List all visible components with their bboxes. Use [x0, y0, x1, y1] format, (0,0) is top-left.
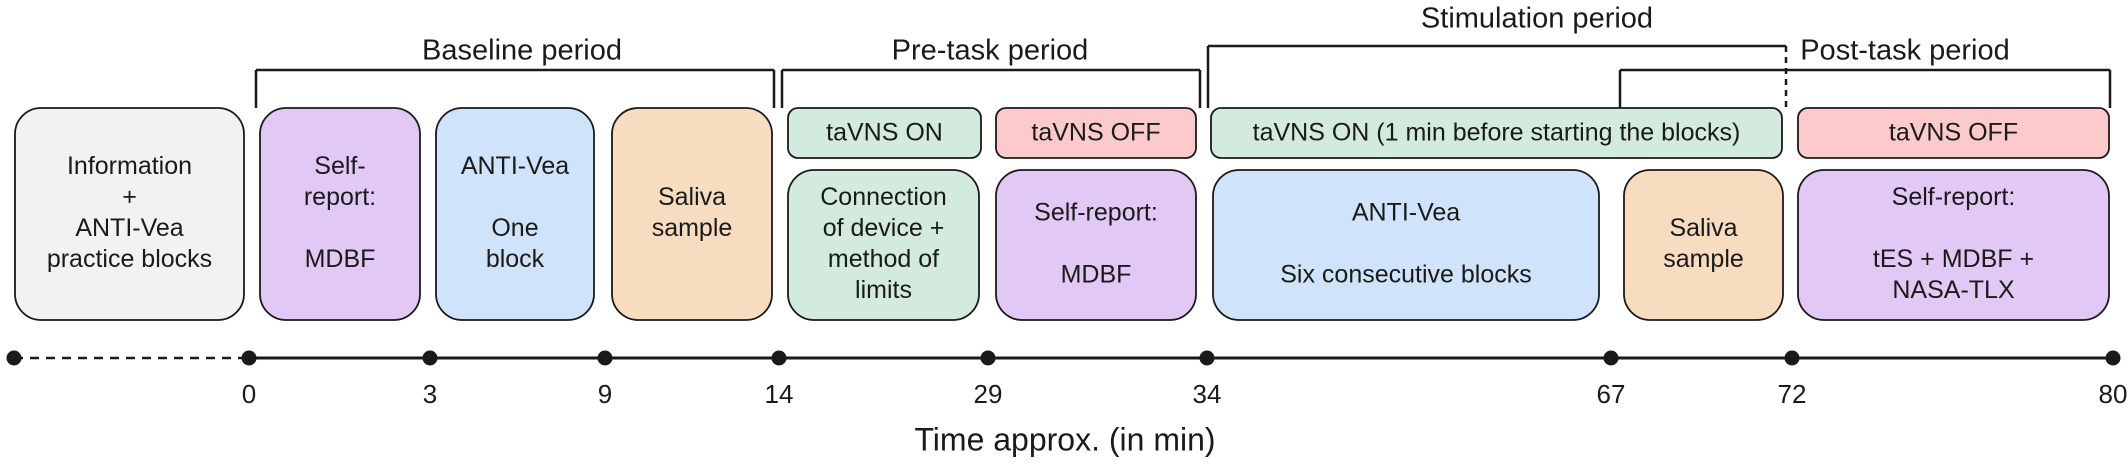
box-text-connection: method of: [828, 245, 939, 273]
box-text-self-report-2: Self-report:: [1034, 199, 1158, 227]
box-text-self-report-3: Self-report:: [1892, 183, 2016, 211]
stim-bar-tavns-on-1: [787, 107, 982, 159]
box-text-saliva-1: sample: [652, 214, 733, 242]
axis-tick-label-29: 29: [974, 379, 1003, 409]
axis-tick-dot-14: [771, 350, 787, 366]
period-label-pretask: Pre-task period: [892, 35, 1089, 67]
axis-tick-dot-34: [1199, 350, 1215, 366]
box-connection: [787, 169, 980, 321]
period-label-baseline: Baseline period: [422, 35, 622, 67]
axis-tick-dot-67: [1603, 350, 1619, 366]
axis-tick-dot-3: [422, 350, 438, 366]
axis-tick-label-0: 0: [242, 379, 256, 409]
box-text-connection: Connection: [820, 183, 946, 211]
box-text-saliva-2: Saliva: [1669, 214, 1737, 242]
stim-bar-label-tavns-off-2: taVNS OFF: [1889, 119, 2018, 147]
stim-bar-tavns-off-2: [1797, 107, 2110, 159]
axis-tick-label-9: 9: [598, 379, 612, 409]
box-text-connection: of device +: [823, 214, 945, 242]
box-information: [14, 107, 245, 321]
box-saliva-1: [611, 107, 773, 321]
axis-tick-label-67: 67: [1597, 379, 1626, 409]
axis-tick-dot-80: [2105, 350, 2121, 366]
box-text-information: practice blocks: [47, 245, 212, 273]
box-text-anti-vea-2: ANTI-Vea: [1352, 199, 1460, 227]
period-label-stimulation: Stimulation period: [1421, 3, 1653, 35]
box-saliva-2: [1623, 169, 1784, 321]
box-text-anti-vea-2: Six consecutive blocks: [1280, 261, 1532, 289]
axis-title: Time approx. (in min): [914, 421, 1215, 457]
box-self-report-2: [995, 169, 1197, 321]
axis-tick-label-3: 3: [423, 379, 437, 409]
axis-tick-dot-72: [1784, 350, 1800, 366]
box-text-connection: limits: [855, 276, 912, 304]
box-text-anti-vea-1: block: [486, 245, 545, 273]
box-self-report-1: [259, 107, 421, 321]
stim-bar-tavns-off-1: [995, 107, 1197, 159]
box-text-information: +: [122, 183, 137, 211]
box-self-report-3: [1797, 169, 2110, 321]
box-text-self-report-3: tES + MDBF +: [1873, 245, 2034, 273]
box-anti-vea-2: [1212, 169, 1600, 321]
axis-tick-dot-9: [597, 350, 613, 366]
box-text-self-report-1: Self-: [314, 152, 365, 180]
axis-tick-label-34: 34: [1193, 379, 1222, 409]
box-text-anti-vea-1: One: [491, 214, 538, 242]
box-text-self-report-1: MDBF: [305, 245, 376, 273]
period-label-posttask: Post-task period: [1800, 35, 2010, 67]
box-text-self-report-3: NASA-TLX: [1892, 276, 2015, 304]
box-anti-vea-1: [435, 107, 595, 321]
stim-bar-label-tavns-on-2: taVNS ON (1 min before starting the bloc…: [1253, 119, 1741, 147]
stim-bar-label-tavns-on-1: taVNS ON: [826, 119, 943, 147]
box-text-saliva-2: sample: [1663, 245, 1744, 273]
box-text-information: Information: [67, 152, 192, 180]
box-text-saliva-1: Saliva: [658, 183, 726, 211]
box-text-self-report-1: report:: [304, 183, 376, 211]
axis-tick-label-14: 14: [765, 379, 794, 409]
axis-tick-dot-0: [241, 350, 257, 366]
stim-bar-tavns-on-2: [1210, 107, 1783, 159]
box-text-information: ANTI-Vea: [75, 214, 183, 242]
box-text-anti-vea-1: ANTI-Vea: [461, 152, 569, 180]
axis-start-dot: [6, 350, 22, 366]
axis-tick-label-80: 80: [2099, 379, 2128, 409]
box-text-self-report-2: MDBF: [1061, 261, 1132, 289]
axis-tick-dot-29: [980, 350, 996, 366]
stim-bar-label-tavns-off-1: taVNS OFF: [1031, 119, 1160, 147]
axis-tick-label-72: 72: [1778, 379, 1807, 409]
